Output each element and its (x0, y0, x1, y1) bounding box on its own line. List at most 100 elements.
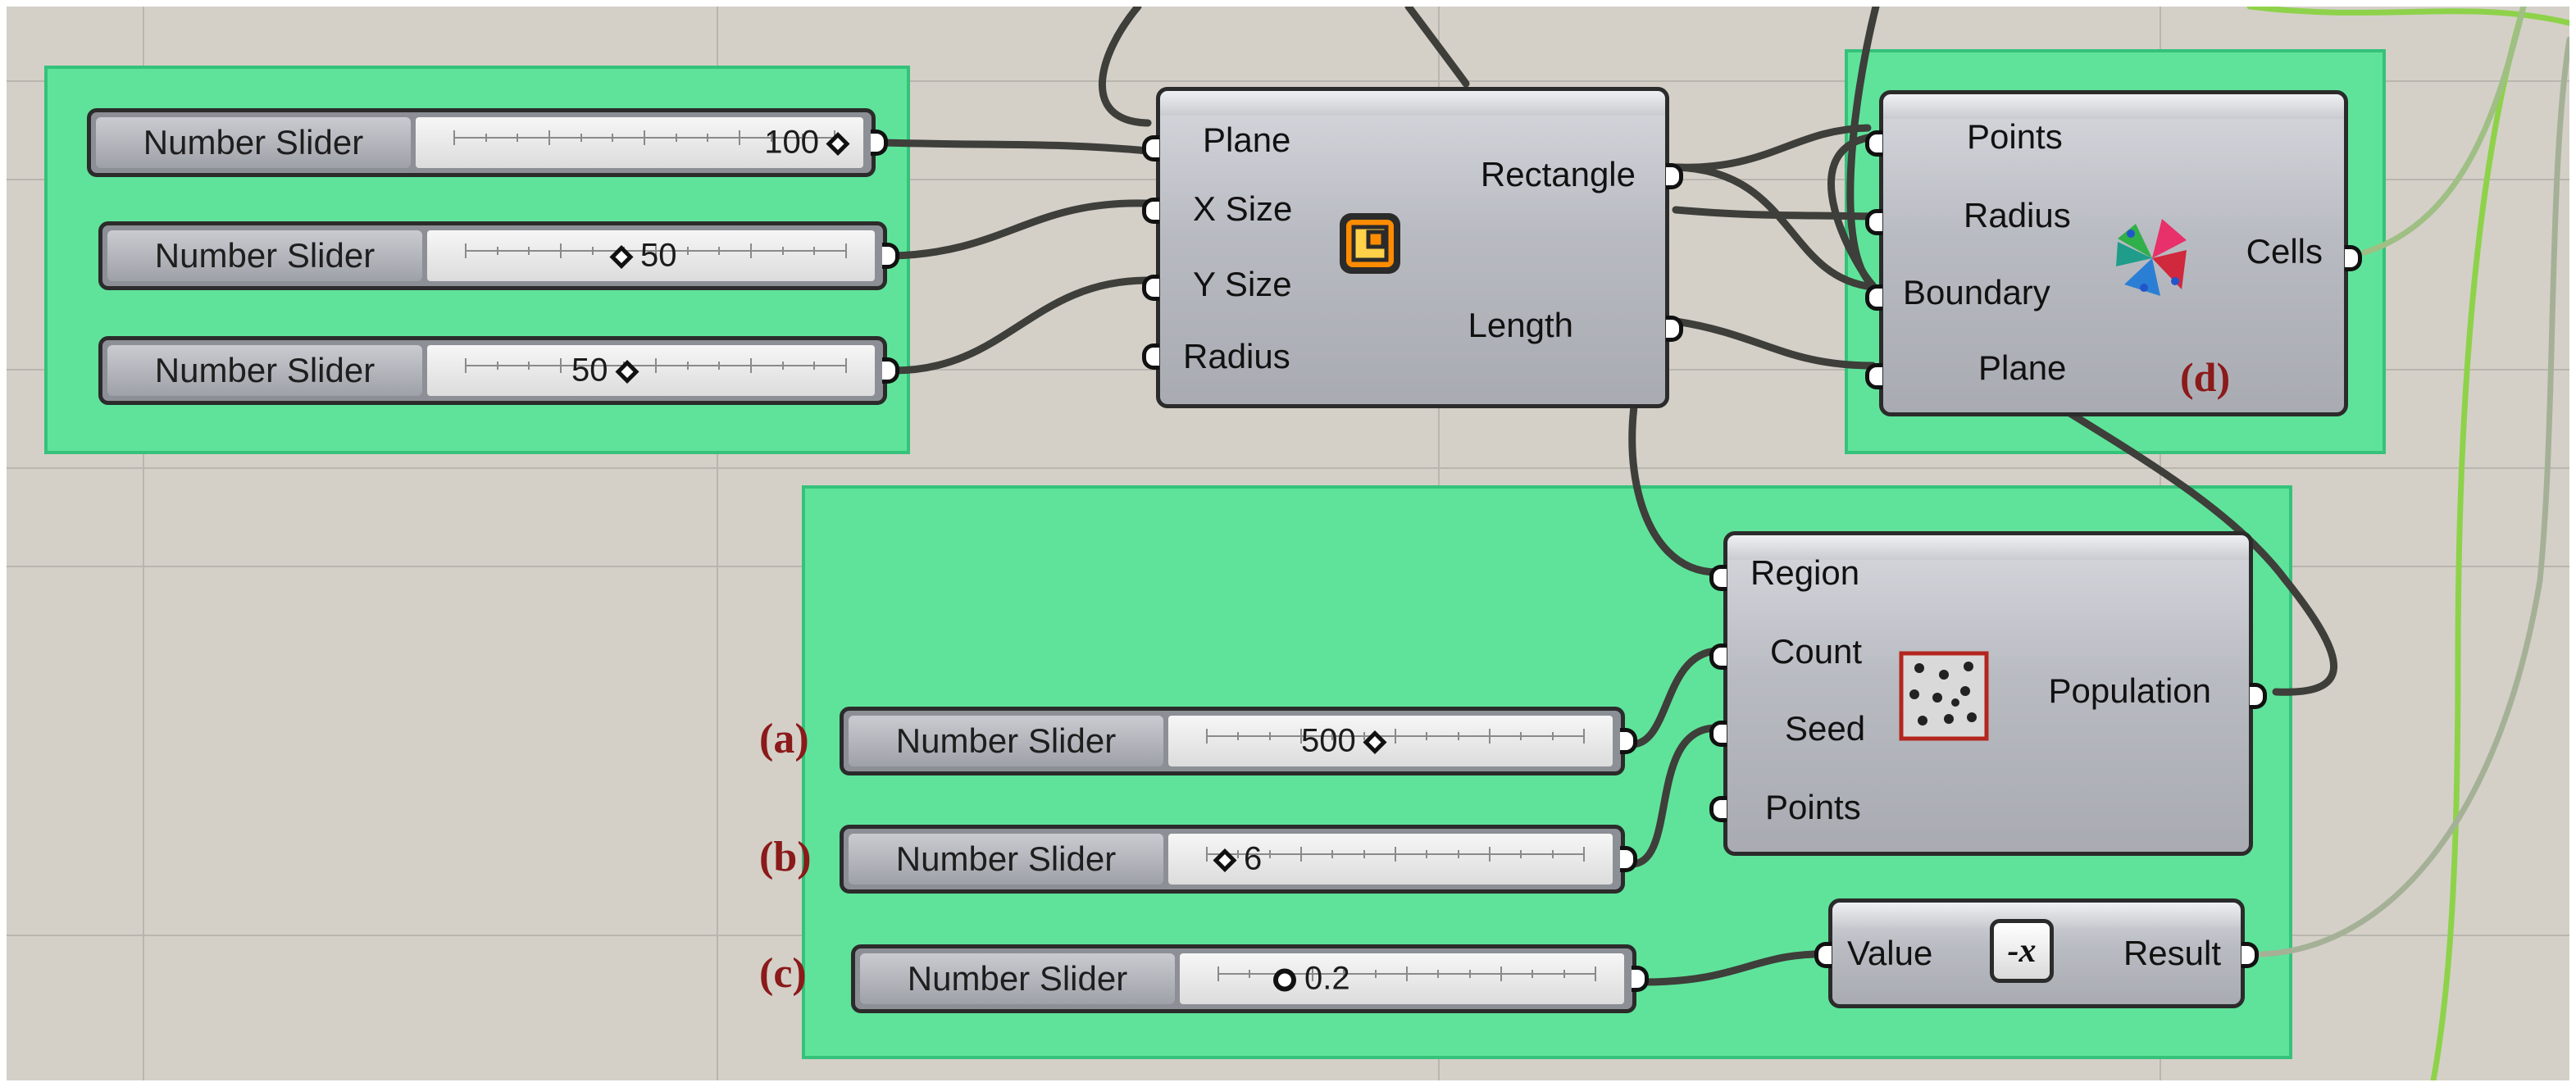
slider-tick (802, 134, 804, 142)
slider-tick (1206, 847, 1208, 862)
grasshopper-canvas[interactable]: Number Slider 100 Number Slider 50 Numbe… (7, 7, 2569, 1080)
wire (890, 199, 1152, 260)
wire (1672, 163, 1877, 291)
slider-track[interactable]: 50 (427, 345, 875, 396)
input-port-points[interactable] (1865, 130, 1882, 157)
output-port[interactable] (1620, 728, 1637, 754)
slider-tick (644, 130, 645, 145)
slider-tick (1395, 729, 1396, 744)
slider-tick (1300, 729, 1302, 744)
input-port-points[interactable] (1709, 796, 1727, 822)
slider-tick (845, 358, 847, 373)
diamond-knob-icon[interactable] (614, 360, 639, 384)
slider-rail (1206, 847, 1585, 862)
number-slider-negate[interactable]: Number Slider 0.2 (851, 944, 1649, 1013)
slider-tick (580, 134, 582, 142)
output-port-cells[interactable] (2345, 245, 2362, 271)
slider-tick (1363, 850, 1365, 858)
output-port-result[interactable] (2241, 942, 2259, 968)
wire (1099, 7, 1152, 127)
input-port-value[interactable] (1814, 942, 1832, 968)
slider-tick (517, 134, 519, 142)
output-port-population[interactable] (2250, 683, 2267, 709)
slider-tick (655, 243, 657, 258)
input-port-count[interactable] (1709, 644, 1727, 670)
slider-track[interactable]: 500 (1168, 716, 1613, 766)
slider-tick (1489, 729, 1491, 744)
slider-tick (1583, 729, 1585, 744)
slider-tick (675, 134, 677, 142)
slider-tick (1595, 966, 1596, 981)
input-port-plane[interactable] (1142, 135, 1159, 161)
slider-value[interactable]: 0.2 (1265, 961, 1350, 998)
slider-tick (1426, 732, 1428, 740)
diamond-knob-icon[interactable] (609, 245, 634, 270)
output-port[interactable] (871, 130, 888, 156)
slider-tick (1343, 970, 1345, 978)
rectangle-component[interactable]: Plane X Size Y Size Radius Rectangle Len… (1142, 87, 1683, 408)
slider-tick (770, 134, 772, 142)
negative-component[interactable]: Value Result -x (1814, 898, 2259, 1008)
input-label-points: Points (1765, 788, 1861, 826)
input-port-y-size[interactable] (1142, 275, 1159, 301)
voronoi-component[interactable]: Points Radius Boundary Plane Cells (d) (1865, 90, 2362, 416)
grid-line (717, 7, 718, 1080)
slider-tick (465, 243, 467, 258)
slider-value[interactable]: 6 (1206, 841, 1262, 878)
input-label-x-size: X Size (1193, 189, 1293, 228)
slider-tick (707, 134, 709, 142)
slider-tick (1217, 966, 1219, 981)
slider-tick (813, 362, 816, 370)
input-port-x-size[interactable] (1142, 198, 1159, 224)
diamond-knob-icon[interactable] (1213, 848, 1237, 873)
slider-tick (1363, 732, 1365, 740)
input-label-count: Count (1770, 632, 1863, 671)
output-port-length[interactable] (1666, 316, 1683, 342)
slider-tick (1520, 732, 1522, 740)
number-slider-1[interactable]: Number Slider 100 (87, 108, 888, 177)
wire (1639, 950, 1841, 986)
slider-value[interactable]: 500 (1301, 723, 1394, 760)
slider-tick (1331, 732, 1334, 740)
slider-tick (1583, 847, 1585, 862)
slider-track[interactable]: 6 (1168, 834, 1613, 885)
output-port[interactable] (1620, 846, 1637, 872)
input-label-y-size: Y Size (1193, 265, 1292, 303)
output-port[interactable] (882, 243, 899, 269)
populate-component[interactable]: Region Count Seed Points Population (1709, 531, 2267, 856)
input-port-region[interactable] (1709, 565, 1727, 591)
output-port-rectangle[interactable] (1666, 163, 1683, 189)
diamond-knob-icon[interactable] (1363, 730, 1387, 755)
slider-value[interactable]: 50 (571, 352, 646, 389)
slider-value[interactable]: 50 (603, 238, 677, 275)
input-label-radius: Radius (1964, 196, 2071, 234)
number-slider-seed[interactable]: Number Slider 6 (840, 825, 1637, 894)
slider-tick (1395, 847, 1396, 862)
input-port-radius[interactable] (1865, 209, 1882, 235)
slider-tick (560, 358, 562, 373)
input-port-plane[interactable] (1865, 363, 1882, 389)
output-port[interactable] (1632, 966, 1649, 992)
wire (1846, 7, 1880, 289)
input-label-radius: Radius (1183, 337, 1290, 375)
input-port-boundary[interactable] (1865, 284, 1882, 311)
slider-tick (1551, 732, 1554, 740)
negate-icon: -x (1990, 919, 2054, 983)
number-slider-3[interactable]: Number Slider 50 (98, 336, 899, 405)
diamond-knob-icon[interactable] (826, 132, 850, 157)
input-port-radius[interactable] (1142, 343, 1159, 370)
slider-label: Number Slider (849, 834, 1163, 885)
input-port-seed[interactable] (1709, 721, 1727, 747)
slider-tick (1331, 850, 1334, 858)
slider-tick (686, 247, 689, 255)
slider-tick (1468, 970, 1471, 978)
slider-value[interactable]: 100 (764, 125, 857, 161)
number-slider-2[interactable]: Number Slider 50 (98, 221, 899, 290)
slider-track[interactable]: 50 (427, 230, 875, 281)
number-slider-count[interactable]: Number Slider 500 (840, 707, 1637, 775)
wire (1627, 647, 1721, 748)
output-port[interactable] (882, 357, 899, 384)
slider-track[interactable]: 100 (416, 117, 863, 168)
slider-track[interactable]: 0.2 (1180, 953, 1624, 1004)
circle-knob-icon[interactable] (1272, 967, 1298, 994)
